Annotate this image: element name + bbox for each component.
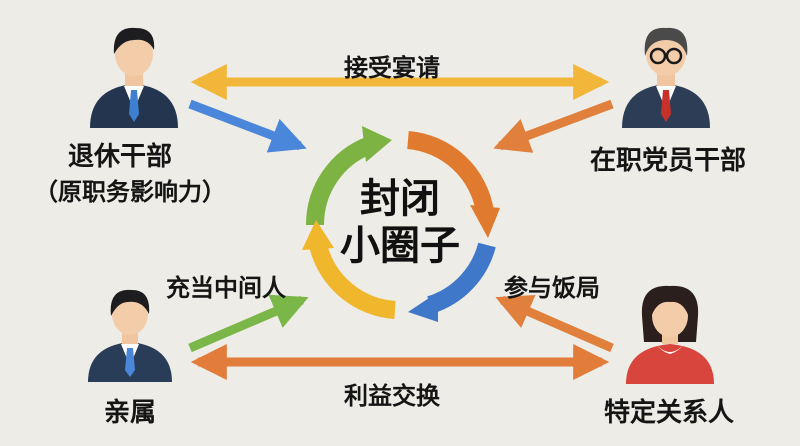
relation-label-left: 充当中间人 (166, 274, 286, 302)
woman-icon (626, 285, 714, 384)
man-with-glasses-icon (622, 27, 710, 128)
ring-arrowhead-yellow (302, 220, 334, 250)
ring-arc-yellow (309, 242, 396, 319)
center-title-line2: 小圈子 (340, 223, 460, 269)
arrow-topleft-to-center (188, 99, 307, 153)
node-label-relatives: 亲属 (104, 398, 157, 428)
node-label-serving-cadre: 在职党员干部 (590, 146, 747, 176)
relation-label-right: 参与饭局 (504, 274, 600, 302)
arrow-topright-to-center (493, 99, 614, 153)
node-label-specific-relations: 特定关系人 (604, 398, 735, 428)
arrow-bottomleft-to-center (188, 294, 309, 353)
ring-arc-green (305, 136, 374, 226)
ring-arc-orange (406, 131, 494, 214)
center-title-line1: 封闭 (360, 176, 440, 222)
ring-arrowhead-orange (470, 205, 500, 238)
ring-arrowhead-blue (408, 292, 438, 322)
relation-label-bottom: 利益交换 (344, 382, 440, 410)
young-man-icon (88, 289, 172, 382)
connector-arrows (188, 64, 614, 380)
node-sublabel-retired-cadre: （原职务影响力） (34, 178, 226, 206)
cycle-ring (302, 126, 500, 322)
ring-arrowhead-green (362, 126, 392, 162)
arrow-bottomright-to-center (495, 295, 614, 353)
man-in-suit-icon (90, 27, 178, 128)
ring-arc-blue (427, 242, 496, 314)
relation-label-top: 接受宴请 (344, 54, 440, 82)
node-label-retired-cadre: 退休干部 (68, 142, 173, 172)
